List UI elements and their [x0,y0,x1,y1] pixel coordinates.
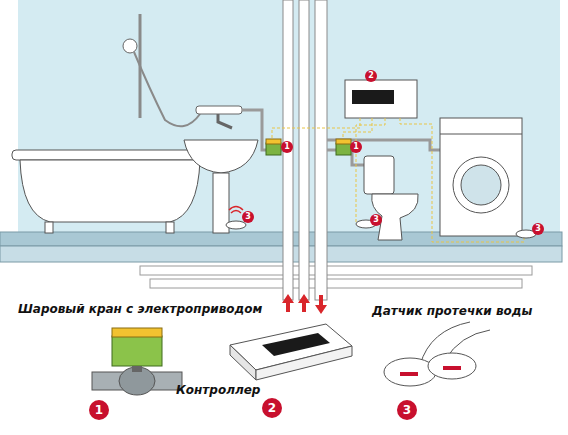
sink [184,140,258,173]
part-caption: Датчик протечки воды [372,304,532,318]
spout [218,114,232,128]
shower-hose [134,52,200,126]
callout-number: 1 [349,142,363,152]
flow-arrow [282,294,294,312]
valve-actuator [112,336,162,366]
callout-number: 3 [241,212,255,222]
sensor-logo [400,372,418,376]
callout-number: 2 [262,401,282,415]
badge-circle [532,223,544,235]
callout-number: 3 [369,215,383,225]
wireless-symbol [229,207,243,214]
valve-body [119,367,155,395]
part-caption: Контроллер [176,383,260,397]
callout-number: 3 [397,403,417,417]
bathtub-rim [12,150,208,160]
leak-sensor [428,353,476,379]
leak-sensor [226,221,246,229]
wire [272,118,360,139]
callout-number: 1 [280,142,294,152]
callout-number: 3 [531,224,545,234]
badge-circle [397,400,417,420]
washing-machine [440,118,522,236]
mixer [196,106,242,114]
wire [400,118,524,242]
machine-panel [440,134,522,135]
badge-circle [262,398,282,418]
flow-arrow [298,294,310,312]
bathtub-foot [45,222,53,233]
badge-circle [242,211,254,223]
badge-circle [89,400,109,420]
bathtub-foot [166,222,174,233]
part-caption: Шаровый кран с электроприводом [18,302,262,316]
controller-screen [352,90,394,104]
badge-circle [370,214,382,226]
valve-top [336,139,351,144]
riser-pipe [299,0,309,300]
badge-circle [281,141,293,153]
wire [356,118,385,222]
valve-top [266,139,281,144]
pipe [140,266,532,275]
valve-actuator [266,143,281,155]
machine-door [453,157,509,213]
flow-arrow [315,295,327,314]
valve-actuator [336,143,351,155]
callout-number: 2 [364,71,378,81]
water-pipe [242,110,283,150]
callout-number: 1 [89,403,109,417]
riser-pipe [315,0,327,300]
toilet-tank [364,156,394,194]
badge-circle [365,70,377,82]
controller-side [230,345,256,380]
leak-sensor [384,358,436,386]
valve-stem [132,366,142,372]
pipe [150,279,522,288]
machine-glass [461,165,501,205]
controller-box [345,80,417,118]
wire [343,118,372,139]
bathtub [20,160,200,222]
valve-top [112,328,162,337]
sensor-logo [443,366,461,370]
floor-front [0,246,562,262]
controller-screen [262,333,330,356]
shower-head [123,39,137,53]
badge-circle [350,141,362,153]
